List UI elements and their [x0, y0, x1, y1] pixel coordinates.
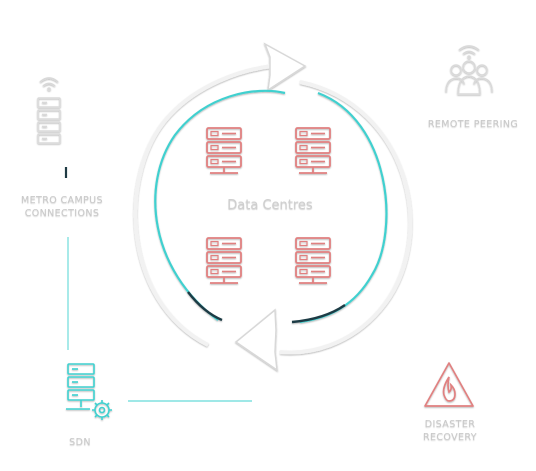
server-icon — [295, 237, 331, 284]
remote-peering-label: REMOTE PEERING — [427, 119, 519, 130]
cycle-arc-inner-left — [154, 89, 286, 321]
data-centres-label: Data Centres — [227, 198, 313, 213]
disaster-recovery-label: DISASTER RECOVERY — [422, 419, 478, 443]
people-wifi-icon — [445, 45, 493, 95]
metro-campus-label: METRO CAMPUS CONNECTIONS — [21, 195, 103, 219]
fire-warning-icon — [424, 362, 474, 407]
arrowhead-bottom-icon — [234, 308, 278, 372]
server-icon — [206, 127, 242, 174]
cycle-arrows — [133, 42, 413, 372]
arrowhead-top-icon — [263, 42, 307, 92]
server-icon — [206, 237, 242, 284]
server-gear-icon — [66, 363, 112, 420]
server-icon — [295, 127, 331, 174]
cycle-arc-outer-right — [279, 80, 413, 355]
sdn-label: SDN — [69, 437, 91, 448]
server-wifi-icon — [37, 77, 61, 144]
cycle-arc-outer-left — [133, 64, 273, 347]
